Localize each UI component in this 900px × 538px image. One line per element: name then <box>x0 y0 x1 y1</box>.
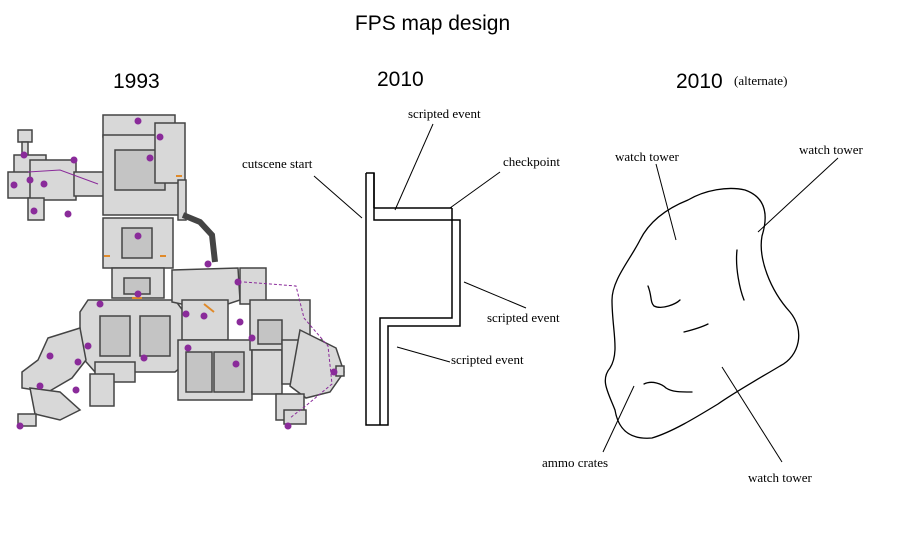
year-1993-heading: 1993 <box>113 70 160 93</box>
label-cutscene-start: cutscene start <box>242 156 313 171</box>
open-area-2010-alt <box>604 187 800 439</box>
label-scripted-event-mid: scripted event <box>487 310 560 325</box>
label-scripted-event-top: scripted event <box>408 106 481 121</box>
linear-corridor-2010 <box>365 172 461 426</box>
label-watch-tower-left: watch tower <box>615 149 679 164</box>
year-2010-heading: 2010 <box>377 68 424 91</box>
label-watch-tower-right: watch tower <box>799 142 863 157</box>
year-2010-alt-heading: 2010 <box>676 70 723 93</box>
label-ammo-crates: ammo crates <box>542 455 609 470</box>
level-map-1993-doors <box>104 175 215 313</box>
label-checkpoint: checkpoint <box>503 154 561 169</box>
label-watch-tower-bottom: watch tower <box>748 470 812 485</box>
label-scripted-event-bottom: scripted event <box>451 352 524 367</box>
level-map-1993-markers <box>10 117 338 430</box>
level-map-1993 <box>7 114 345 427</box>
linear-corridor-2010-pointers <box>313 123 527 363</box>
open-area-2010-alt-pointers <box>602 157 839 463</box>
page-title: FPS map design <box>354 12 511 35</box>
alternate-qualifier: (alternate) <box>734 73 788 88</box>
